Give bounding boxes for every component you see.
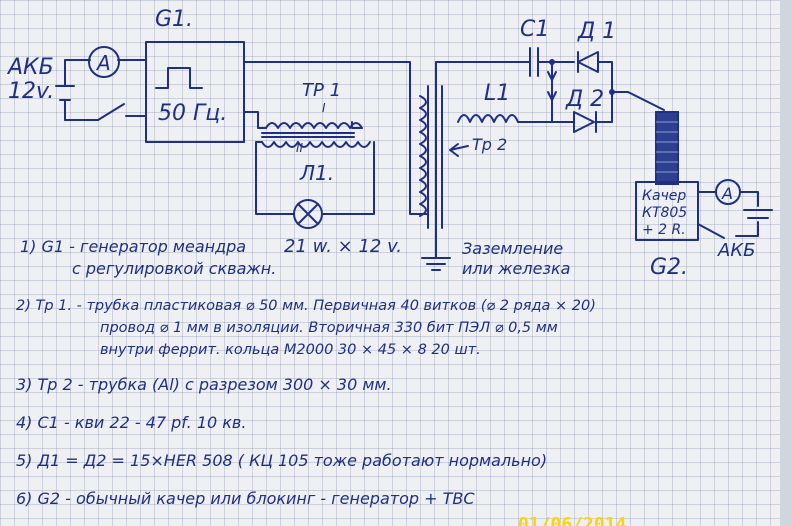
page-edge [780,0,792,526]
tr1-secondary-mark: II [296,141,304,155]
diode-d1-icon [577,51,613,93]
transformer-tr2-icon [419,85,443,229]
wire-top-left [64,59,147,67]
ground-icon [421,257,451,271]
g1-title: G1. [155,7,193,32]
svg-text:A: A [95,51,111,75]
tr1-primary-mark: I [322,101,326,115]
wire-lamp-loop [255,141,375,215]
ground-label: Заземление [462,239,563,258]
capacitor-icon [529,47,539,77]
note-2: 2) Тр 1. - трубка пластиковая ⌀ 50 мм. П… [16,298,596,314]
note-2-cont2: внутри феррит. кольца М2000 30 × 45 × 8 … [100,342,481,358]
c1-label: C1 [520,17,549,42]
d1-label: Д 1 [577,19,616,44]
battery-right-icon [743,209,773,219]
date-stamp: 01/06/2014 [518,514,627,526]
note-1-cont: с регулировкой скважн. [72,259,276,278]
lamp-rating: 21 w. × 12 v. [284,236,402,257]
akb-left-voltage: 12v. [8,79,54,104]
note-1: 1) G1 - генератор меандра [20,237,246,256]
wire-g1-bottom [243,111,267,129]
transformer-tr1-icon [261,121,371,148]
lamp-icon [293,199,323,229]
generator-g1-box [145,41,245,143]
g1-frequency: 50 Гц. [158,101,227,126]
battery-left-icon [55,65,75,121]
switch-icon [64,103,147,121]
diode-d2-icon [573,91,613,133]
kacher-transistor: КТ805 [642,205,687,221]
switch-right-icon [697,221,759,239]
note-2-cont1: провод ⌀ 1 мм в изоляции. Вторичная 330 … [100,320,558,336]
square-wave-icon [155,67,203,89]
tr1-label: ТР 1 [302,80,341,101]
note-4: 4) C1 - кви 22 - 47 pf. 10 кв. [16,413,246,432]
ammeter-right-icon: A [715,179,741,205]
akb-left-label: АКБ [6,55,54,80]
svg-text:A: A [721,184,733,203]
tr2-label: Тр 2 [472,135,507,154]
g2-label: G2. [650,255,688,280]
tesla-coil-icon [655,111,679,185]
kacher-box [635,181,699,241]
note-3: 3) Тр 2 - трубка (Al) с разрезом 300 × 3… [16,375,392,394]
kacher-title: Качер [642,188,686,204]
ground-label-alt: или железка [462,259,570,278]
wire-g1-top [243,61,429,215]
l1-label: L1 [484,81,510,106]
ammeter-left-icon: A [88,46,120,78]
note-5: 5) Д1 = Д2 = 15×HER 508 ( КЦ 105 тоже ра… [16,451,547,470]
tr2-arrow [449,143,469,157]
lamp-l1-label: Л1. [299,161,334,185]
wire-to-c1 [435,61,531,87]
d2-label: Д 2 [565,87,604,112]
polarity-arrows [547,71,557,101]
inductor-icon [457,99,553,123]
kacher-resistors: + 2 R. [642,222,686,238]
note-6: 6) G2 - обычный качер или блокинг - гене… [16,489,475,508]
akb-right-label: АКБ [717,240,755,261]
wire-to-coil [611,91,665,111]
